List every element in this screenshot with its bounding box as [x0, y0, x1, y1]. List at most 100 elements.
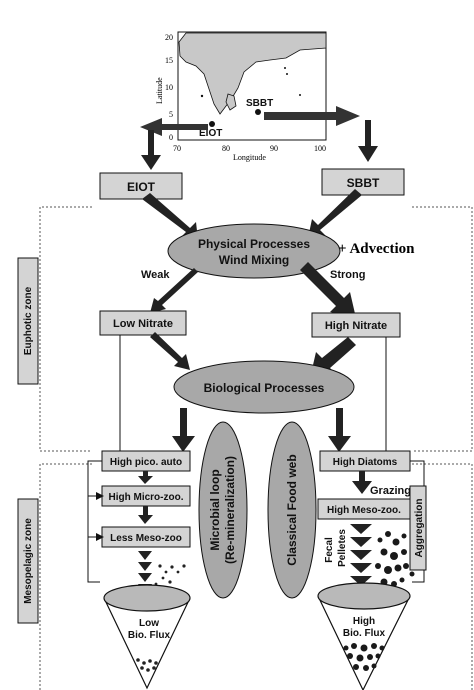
advection-label: + Advection [338, 241, 415, 257]
high-flux-cone-top [317, 582, 411, 610]
aggregation-label: Aggregation [414, 499, 425, 558]
arrow-to-sbbt [264, 106, 360, 126]
classical-food-web-label: Classical Food web [285, 454, 299, 565]
box-eiot [99, 172, 183, 200]
grazing-label: Grazing [370, 485, 411, 497]
low-flux-line1: Low [139, 618, 159, 629]
microbial-loop-ellipse [198, 421, 248, 599]
fecal-label: Fecal [324, 537, 335, 563]
particle [353, 664, 359, 670]
arrow-head [350, 576, 372, 586]
arrow-shaft [365, 120, 371, 148]
island-marker [284, 67, 286, 69]
arrow-head [350, 524, 372, 534]
particle [347, 653, 353, 659]
particle [142, 661, 146, 665]
low-flux-cone-top [103, 584, 191, 612]
particle [170, 565, 174, 569]
microbial-loop-line1: Microbial loop [208, 469, 222, 550]
arrow-head [328, 436, 351, 452]
arrow-shaft [336, 408, 343, 440]
arrow-strong [300, 262, 356, 318]
particle [152, 666, 156, 670]
station-eiot-marker [209, 121, 215, 127]
particle [164, 570, 168, 574]
y-tick-label: 0 [169, 133, 173, 142]
box-high-micro-label: High Micro-zoo. [109, 492, 184, 503]
y-tick-label: 20 [165, 33, 173, 42]
low-flux-particles [136, 658, 158, 672]
y-tick-label: 5 [169, 110, 173, 119]
sri-lanka-landmass [225, 93, 237, 111]
left-particles [154, 564, 186, 586]
x-tick-label: 70 [173, 144, 181, 153]
arrow-low-nitrate-to-bio [150, 332, 190, 370]
x-tick-label: 90 [270, 144, 278, 153]
arrow-shaft [359, 471, 365, 483]
particle [158, 564, 162, 568]
right-particles [375, 531, 415, 587]
particle [384, 566, 392, 574]
high-flux-line2: Bio. Flux [343, 628, 386, 639]
physical-processes-ellipse [167, 223, 341, 279]
particle [401, 549, 407, 555]
euphotic-zone-label: Euphotic zone [23, 286, 34, 355]
particle [371, 663, 377, 669]
weak-label: Weak [141, 269, 170, 281]
strong-label: Strong [330, 269, 365, 281]
particle [363, 665, 369, 671]
map-y-axis-title: Latitude [155, 77, 164, 104]
particle [356, 654, 364, 662]
particle [385, 531, 391, 537]
euphotic-zone-bracket [39, 206, 92, 452]
x-tick-label: 100 [314, 144, 326, 153]
arrow-shaft [143, 506, 148, 516]
particle [140, 666, 144, 670]
mesopelagic-zone-bracket [39, 463, 92, 690]
y-tick-label: 15 [165, 56, 173, 65]
low-flux-cone [103, 597, 191, 690]
particle [351, 643, 357, 649]
particle [409, 571, 415, 577]
arrow-head [350, 537, 372, 547]
island-marker [200, 94, 204, 98]
station-sbbt-label: SBBT [246, 98, 273, 109]
biological-processes-ellipse [173, 360, 355, 414]
arrow-head [138, 551, 152, 560]
classical-food-web-ellipse [267, 421, 317, 599]
high-flux-particles [343, 643, 385, 671]
physical-processes-line2: Wind Mixing [219, 253, 290, 267]
particle [379, 645, 385, 651]
biological-processes-label: Biological Processes [204, 381, 325, 395]
arrow-eiot-to-physical [142, 193, 198, 240]
particle [161, 576, 165, 580]
left-loop-line [87, 460, 102, 583]
box-high-pico-label: High pico. auto [110, 457, 182, 468]
box-sbbt [321, 168, 405, 196]
arrow-head [350, 550, 372, 560]
euphotic-zone-bracket-right [412, 206, 473, 452]
box-high-nitrate [311, 312, 401, 338]
particle [154, 661, 158, 665]
arrow-head [138, 562, 152, 571]
particle [403, 563, 409, 569]
particle [375, 653, 381, 659]
pelletes-label: Pelletes [337, 529, 348, 567]
microbial-loop-line2: (Re-mineralization) [223, 456, 237, 564]
arrow-sbbt-to-physical [308, 189, 362, 238]
particle [401, 533, 407, 539]
x-tick-label: 80 [222, 144, 230, 153]
box-high-nitrate-label: High Nitrate [325, 320, 387, 332]
particle [392, 538, 400, 546]
map-x-axis: 70 80 90 100 [173, 144, 326, 153]
high-flux-cone [317, 595, 411, 690]
station-sbbt-marker [255, 109, 261, 115]
particle [182, 564, 186, 568]
map-inset: SBBT EIOT 20 15 10 5 0 Latitude 70 80 90… [155, 31, 327, 162]
particle [375, 563, 381, 569]
box-eiot-label: EIOT [127, 180, 156, 194]
particle [377, 537, 383, 543]
arrow-head [358, 146, 378, 162]
physical-processes-line1: Physical Processes [198, 237, 310, 251]
aggregation-box [409, 485, 427, 571]
